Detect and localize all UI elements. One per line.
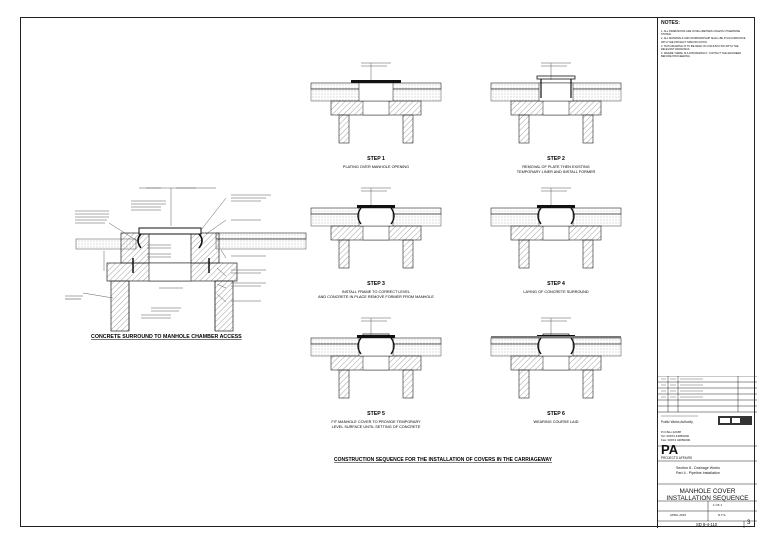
section-label: Section 8 - Drainage Works — [676, 466, 720, 470]
step-3-description: AND CONCRETE IN PLACE REMOVE FORMER FROM… — [318, 295, 434, 299]
notes-list: 1. ALL DIMENSIONS ARE IN MILLIMETRES UNL… — [661, 30, 751, 60]
step-2-description: TEMPORARY LINER AND INSTALL FORMER — [517, 170, 596, 174]
logo-letters: PA — [661, 442, 679, 457]
title-block-grid — [658, 376, 757, 528]
step-5-description: LEVEL SURFACE UNTIL SETTING OF CONCRETE — [332, 425, 421, 429]
title-block: NOTES: 1. ALL DIMENSIONS ARE IN MILLIMET… — [657, 18, 757, 528]
authority-fax: Fax: 00974 44950000 — [661, 438, 691, 442]
note-item: 1. ALL DIMENSIONS ARE IN MILLIMETRES UNL… — [661, 30, 741, 37]
drawing-area: CONCRETE SURROUND TO MANHOLE CHAMBER ACC… — [65, 62, 622, 463]
step-3-detail: STEP 3 INSTALL FRAME TO CORRECT LEVELAND … — [310, 187, 442, 299]
authority-box: P.O.Box 22188 — [661, 430, 681, 434]
step-2-description: REMOVAL OF PLATE THEN EXISTING — [522, 165, 589, 169]
step-5-description: FIT MANHOLE COVER TO PROVIDE TEMPORARY — [331, 420, 421, 424]
main-section-detail: CONCRETE SURROUND TO MANHOLE CHAMBER ACC… — [65, 187, 307, 340]
step-1-label: STEP 1 — [367, 156, 385, 162]
revision-number: 3 — [747, 520, 751, 526]
note-item: 2. ALL MATERIALS AND WORKMANSHIP SHALL B… — [661, 37, 746, 44]
note-item: 3. THIS DRAWING IS TO BE READ IN CONJUNC… — [661, 44, 739, 52]
step-6-detail: STEP 6 WEARING COURSE LAID — [490, 317, 622, 424]
step-2-detail: STEP 2 REMOVAL OF PLATE THEN EXISTINGTEMP… — [490, 62, 622, 174]
authority-tel: Tel: 00974 44950000 — [661, 434, 690, 438]
main-detail-title: CONCRETE SURROUND TO MANHOLE CHAMBER ACC… — [91, 334, 242, 340]
step-3-description: INSTALL FRAME TO CORRECT LEVEL — [342, 290, 410, 294]
step-4-detail: STEP 4 LAYING OF CONCRETE SURROUND — [490, 187, 622, 294]
step-2-label: STEP 2 — [547, 156, 565, 162]
part-label: Part 4 - Pipeline Installation — [676, 471, 720, 475]
drawing-title: MANHOLE COVER INSTALLATION SEQUENCE — [666, 488, 749, 502]
logo-caption: PROJECTS AFFAIRS — [661, 456, 692, 460]
drawing-number: SD 8-4-110 — [696, 522, 718, 527]
drawing-frame: CONCRETE SURROUND TO MANHOLE CHAMBER ACC… — [20, 17, 757, 528]
step-1-description: PLATING OVER MANHOLE OPENING — [343, 165, 409, 169]
step-4-label: STEP 4 — [547, 281, 565, 287]
step-5-label: STEP 5 — [367, 411, 385, 417]
step-5-detail: STEP 5 FIT MANHOLE COVER TO PROVIDE TEMPO… — [310, 317, 442, 429]
step-4-description: LAYING OF CONCRETE SURROUND — [523, 290, 589, 294]
step-6-label: STEP 6 — [547, 411, 565, 417]
sheet-value: 1 OF 1 — [713, 503, 723, 507]
date-value: APRIL 2015 — [670, 513, 687, 517]
sequence-title: CONSTRUCTION SEQUENCE FOR THE INSTALLATI… — [334, 457, 553, 463]
note-item: 4. WHERE THERE IS A DISCREPANCY, CONTACT… — [661, 52, 742, 59]
step-1-detail: STEP 1 PLATING OVER MANHOLE OPENING — [310, 62, 442, 169]
construction-steps: STEP 1 PLATING OVER MANHOLE OPENING STEP 2… — [310, 62, 622, 429]
step-6-description: WEARING COURSE LAID — [534, 420, 579, 424]
scale-value: N.T.S. — [718, 513, 727, 517]
authority-name: Public Works Authority — [661, 420, 693, 424]
notes-heading: NOTES: — [661, 20, 680, 26]
step-3-label: STEP 3 — [367, 281, 385, 287]
